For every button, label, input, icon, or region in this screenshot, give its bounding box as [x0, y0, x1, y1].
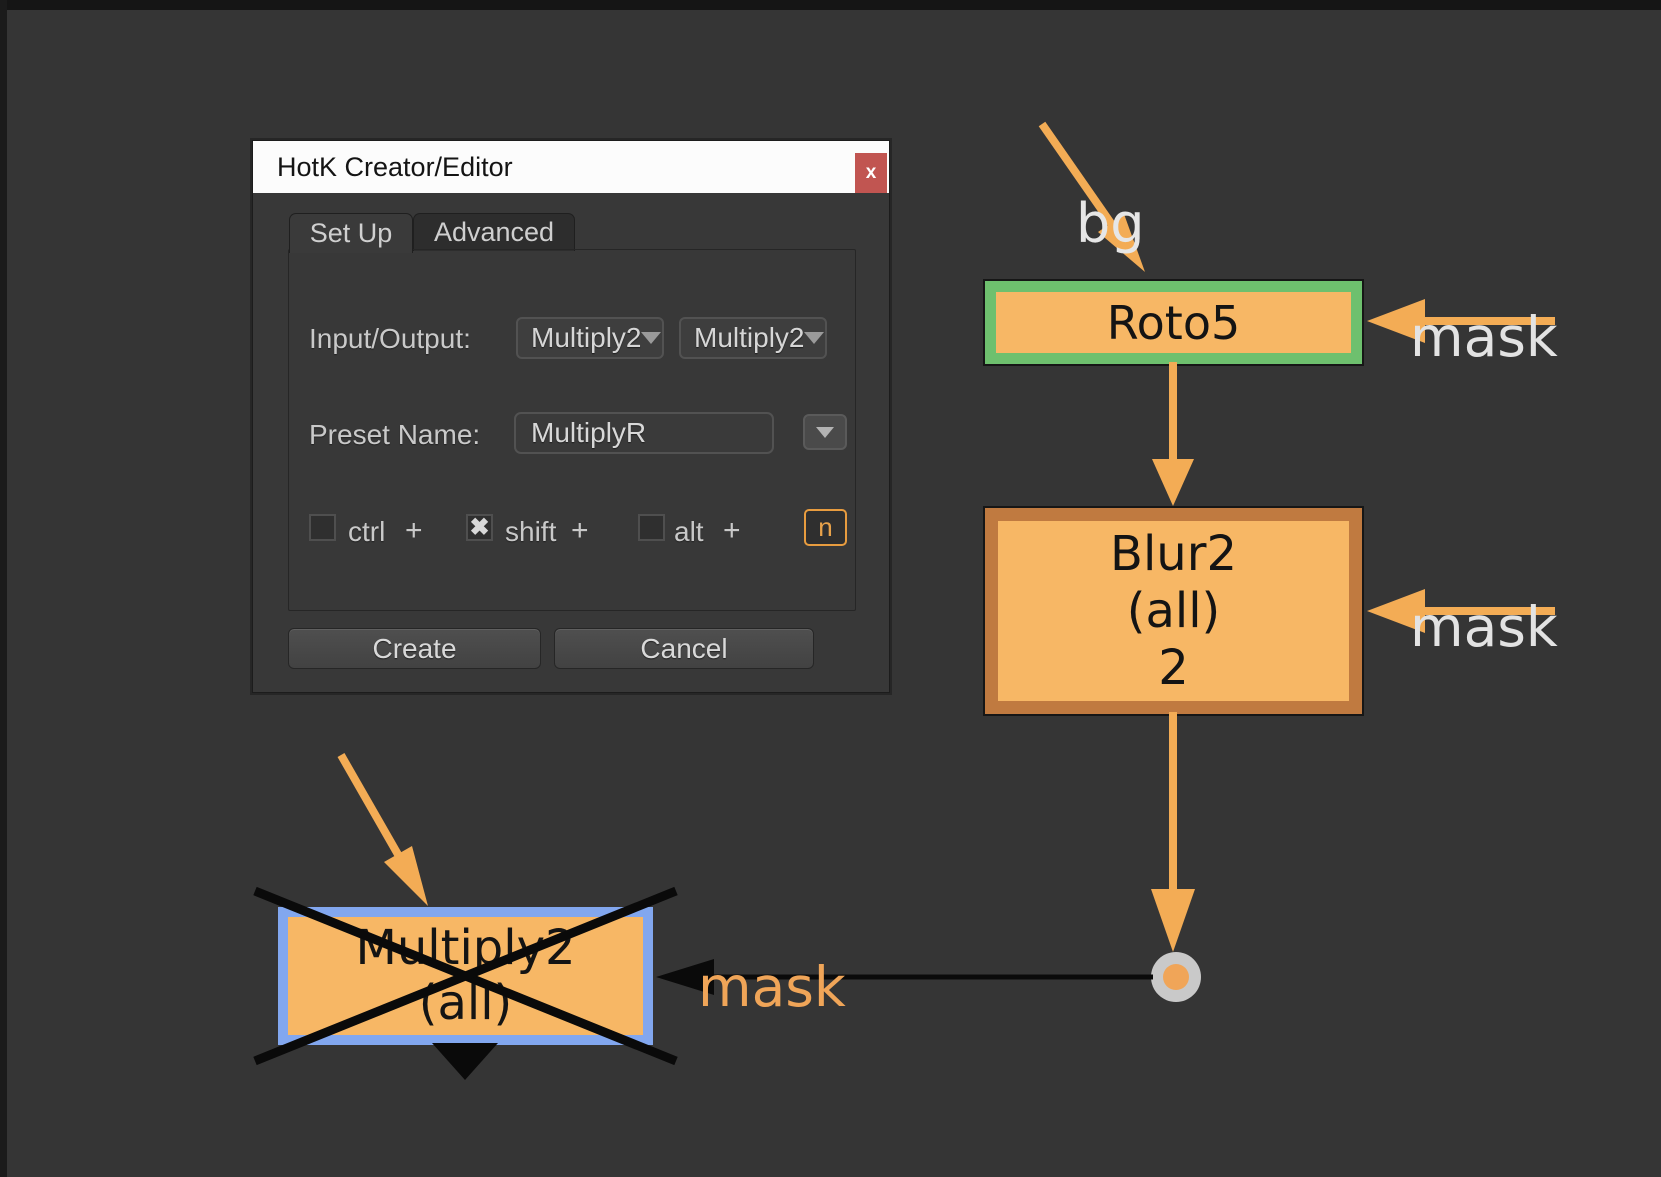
- caret-down-icon: [641, 332, 662, 344]
- input-output-label: Input/Output:: [309, 323, 471, 354]
- hotk-creator-editor-dialog: HotK Creator/Editor x Set Up Advanced In…: [252, 140, 890, 693]
- node-roto5[interactable]: Roto5: [985, 281, 1362, 364]
- mask-annotation-label-bottom: mask: [698, 955, 846, 1019]
- caret-down-icon: [804, 332, 825, 344]
- caret-down-icon: [816, 426, 834, 438]
- plus-separator: +: [723, 514, 741, 547]
- dot-node[interactable]: [1151, 952, 1201, 1002]
- preset-dropdown-button[interactable]: [803, 414, 847, 450]
- connector-blur2-dot[interactable]: [1151, 712, 1195, 952]
- mask-annotation-label-top: mask: [1410, 305, 1558, 369]
- alt-checkbox[interactable]: [638, 514, 665, 541]
- output-dropdown-value: Multiply2: [694, 322, 805, 353]
- cancel-button-label: Cancel: [640, 632, 728, 664]
- tab-set-up[interactable]: Set Up: [289, 213, 413, 253]
- mask-annotation-label-middle: mask: [1410, 595, 1558, 659]
- hotkey-key-value: n: [818, 512, 833, 542]
- multiply2-annotation-arrow: [337, 753, 428, 906]
- shift-checkbox[interactable]: ✖: [466, 514, 493, 541]
- create-button[interactable]: Create: [288, 628, 541, 669]
- multiply2-output-triangle: [432, 1043, 498, 1080]
- shift-check-mark: ✖: [469, 513, 490, 541]
- node-blur2[interactable]: Blur2 (all) 2: [985, 508, 1362, 714]
- input-dropdown[interactable]: Multiply2: [516, 317, 664, 359]
- node-multiply2-line2: (all): [418, 975, 513, 1031]
- close-icon: x: [865, 162, 877, 183]
- cancel-button[interactable]: Cancel: [554, 628, 814, 669]
- connector-roto5-blur2[interactable]: [1152, 362, 1194, 506]
- preset-name-input[interactable]: MultiplyR: [514, 412, 774, 454]
- dialog-titlebar[interactable]: HotK Creator/Editor x: [253, 141, 889, 193]
- preset-name-value: MultiplyR: [531, 417, 647, 448]
- alt-label: alt: [674, 516, 704, 547]
- node-blur2-line3: 2: [1158, 639, 1189, 696]
- left-edge-border: [0, 0, 7, 1177]
- plus-separator: +: [571, 514, 589, 547]
- preset-name-label: Preset Name:: [309, 419, 481, 450]
- shift-label: shift: [505, 516, 557, 547]
- output-dropdown[interactable]: Multiply2: [679, 317, 827, 359]
- node-blur2-line2: (all): [1126, 582, 1221, 639]
- create-button-label: Create: [372, 632, 457, 664]
- tab-advanced[interactable]: Advanced: [413, 213, 575, 251]
- plus-separator: +: [405, 514, 423, 547]
- input-dropdown-value: Multiply2: [531, 322, 642, 353]
- bg-annotation-label: bg: [1076, 192, 1145, 255]
- tab-set-up-label: Set Up: [309, 218, 393, 248]
- node-multiply2-line1: Multiply2: [355, 920, 576, 976]
- setup-panel: [288, 249, 856, 611]
- node-roto5-label: Roto5: [1106, 295, 1241, 350]
- ctrl-label: ctrl: [348, 516, 386, 547]
- top-edge-border: [0, 0, 1661, 10]
- close-button[interactable]: x: [855, 153, 887, 193]
- ctrl-checkbox[interactable]: [309, 514, 336, 541]
- dialog-title: HotK Creator/Editor: [277, 151, 513, 182]
- node-blur2-line1: Blur2: [1110, 525, 1237, 582]
- node-multiply2[interactable]: Multiply2 (all): [278, 907, 653, 1045]
- hotkey-key-field[interactable]: n: [804, 509, 847, 546]
- tab-advanced-label: Advanced: [433, 217, 555, 247]
